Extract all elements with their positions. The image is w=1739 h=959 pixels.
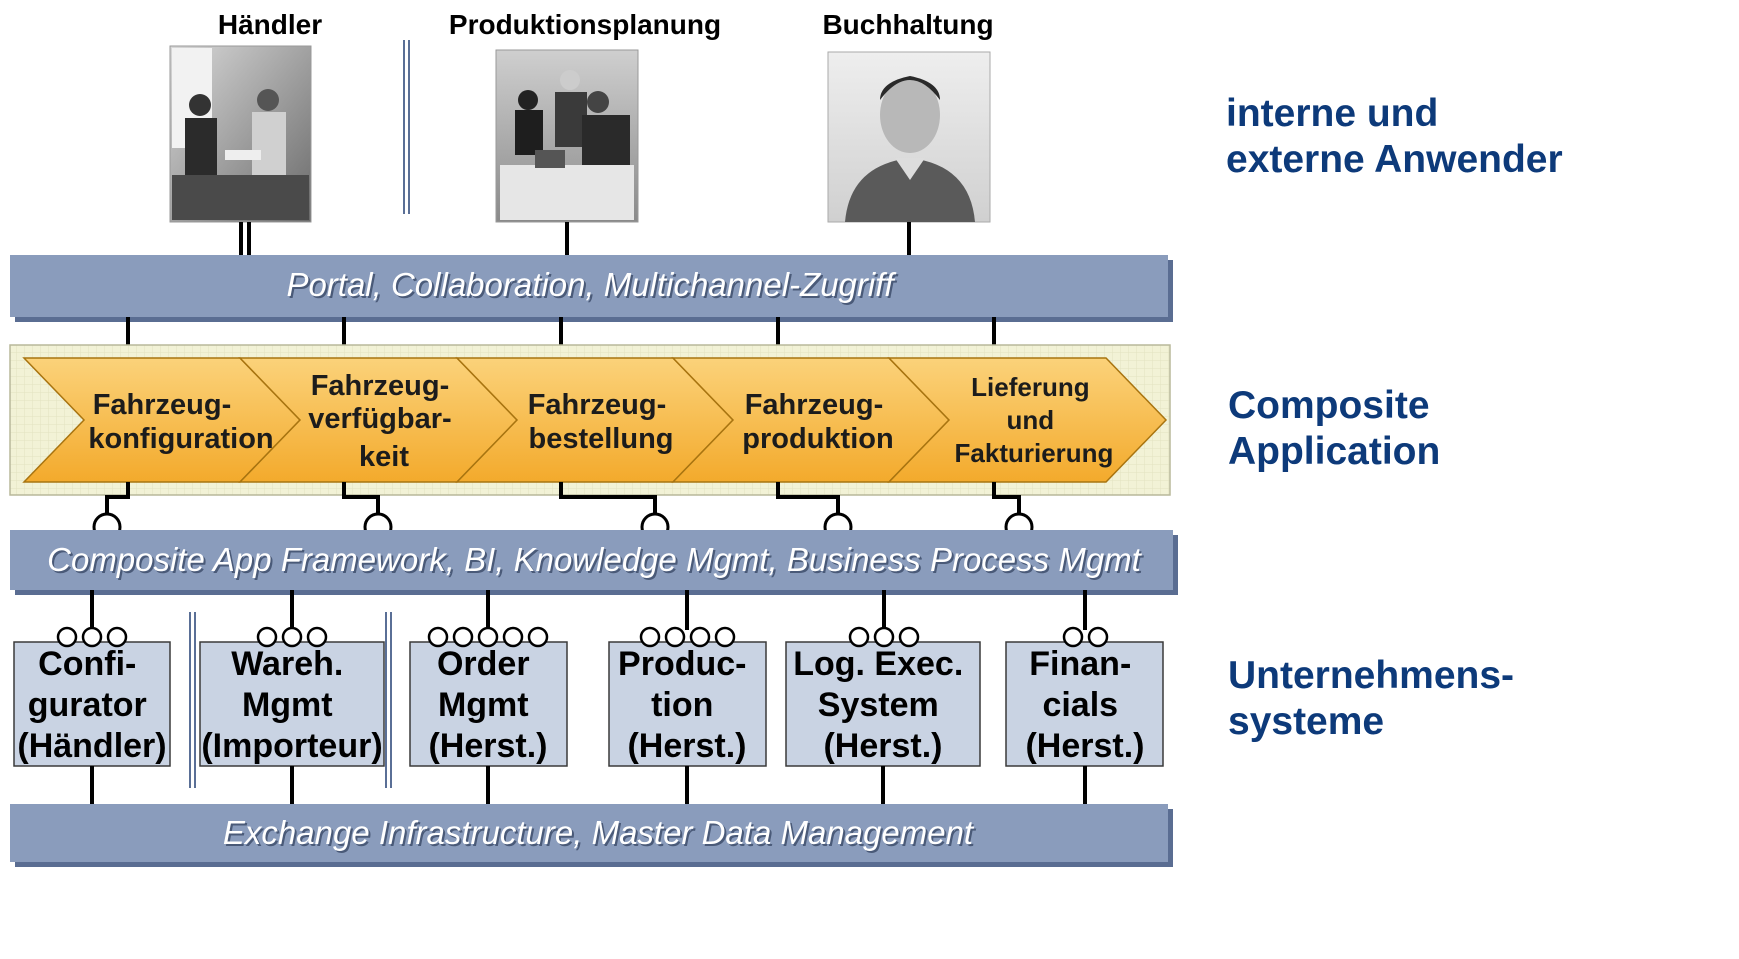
system-warehouse-mgmt: Wareh. Mgmt (Importeur) [199, 641, 385, 767]
svg-text:Fahrzeug- verfügbar-: Fahrzeug- verfügbar- keit [308, 370, 459, 473]
side-label-composite: Composite Application [1228, 384, 1440, 473]
svg-text:Finan- cials (: Finan- cials (Herst.) [1025, 645, 1144, 765]
system-order-mgmt: Order Mgmt (Herst.) [409, 641, 568, 767]
persona-label-produktionsplanung: Produktionsplanung [449, 9, 721, 40]
svg-text:Fahrzeug- produktion: Fahrzeug- produktion [742, 389, 893, 455]
side-label-enterprise: Unternehmens- systeme [1228, 654, 1525, 743]
system-configurator: Confi- gurator (Händler) [13, 641, 171, 767]
svg-text:Lieferung und: Lieferung und Fakturierung [955, 372, 1114, 468]
exchange-band-label: Exchange Infrastructure, Master Data Man… [223, 814, 975, 851]
system-ports [56, 626, 1109, 648]
side-label-users: interne und externe Anwender [1226, 92, 1563, 181]
framework-band: Composite App Framework, BI, Knowledge M… [10, 530, 1178, 595]
persona-label-haendler: Händler [218, 9, 322, 40]
svg-text:Wareh. Mgmt (I: Wareh. Mgmt (Importeur) [201, 645, 382, 765]
system-production: Produc- tion (Herst.) [608, 641, 767, 767]
svg-text:Fahrzeug- bestellung: Fahrzeug- bestellung [528, 389, 675, 455]
svg-text:Composite App Framework, BI, K: Composite App Framework, BI, Knowledge M… [49, 543, 1145, 580]
system-log-exec: Log. Exec. System (Herst.) [785, 641, 981, 767]
system-financials: Finan- cials (Herst.) [1005, 641, 1164, 767]
system-exchange-connectors [90, 766, 1087, 806]
persona-separator [403, 40, 410, 214]
svg-text:Log. Exec. System: Log. Exec. System (Herst.) [793, 645, 973, 765]
persona-label-buchhaltung: Buchhaltung [822, 9, 993, 40]
framework-band-label: Composite App Framework, BI, Knowledge M… [47, 541, 1143, 578]
portal-band: Portal, Collaboration, Multichannel-Zugr… [10, 255, 1173, 322]
svg-text:Produc- tion (: Produc- tion (Herst.) [618, 645, 756, 765]
framework-system-connectors [90, 590, 1087, 630]
persona-photo-haendler [169, 45, 312, 223]
chevron-framework-connectors [105, 482, 1021, 514]
chevron-fahrzeugproduktion: Fahrzeug- produktion [671, 357, 951, 483]
chevron-fahrzeugverfuegbarkeit: Fahrzeug- verfügbar- keit [238, 357, 519, 483]
exchange-band: Exchange Infrastructure, Master Data Man… [10, 804, 1173, 867]
svg-text:Confi- gurator: Confi- gurator (Händler) [17, 645, 166, 765]
svg-text:Portal, Collaboration, Multich: Portal, Collaboration, Multichannel-Zugr… [288, 268, 899, 305]
chevron-lieferung-fakturierung: Lieferung und Fakturierung [887, 357, 1168, 483]
chevron-fahrzeugkonfiguration: Fahrzeug- konfiguration [22, 357, 302, 483]
system-separators [189, 612, 392, 788]
svg-text:Exchange Infrastructure, Maste: Exchange Infrastructure, Master Data Man… [225, 816, 977, 853]
photo-connectors [239, 222, 911, 256]
enterprise-systems: Confi- gurator (Händler) Wareh. Mgmt (Im… [13, 641, 1164, 767]
portal-band-label: Portal, Collaboration, Multichannel-Zugr… [286, 266, 897, 303]
svg-text:Fahrzeug- konfiguratio: Fahrzeug- konfiguration [88, 389, 273, 455]
persona-photo-buchhaltung [827, 51, 991, 223]
svg-text:Order Mgmt (He: Order Mgmt (Herst.) [428, 645, 547, 765]
process-chevrons: Fahrzeug- konfiguration Fahrzeug- verfüg… [22, 357, 1168, 483]
persona-photo-produktionsplanung [495, 49, 639, 223]
